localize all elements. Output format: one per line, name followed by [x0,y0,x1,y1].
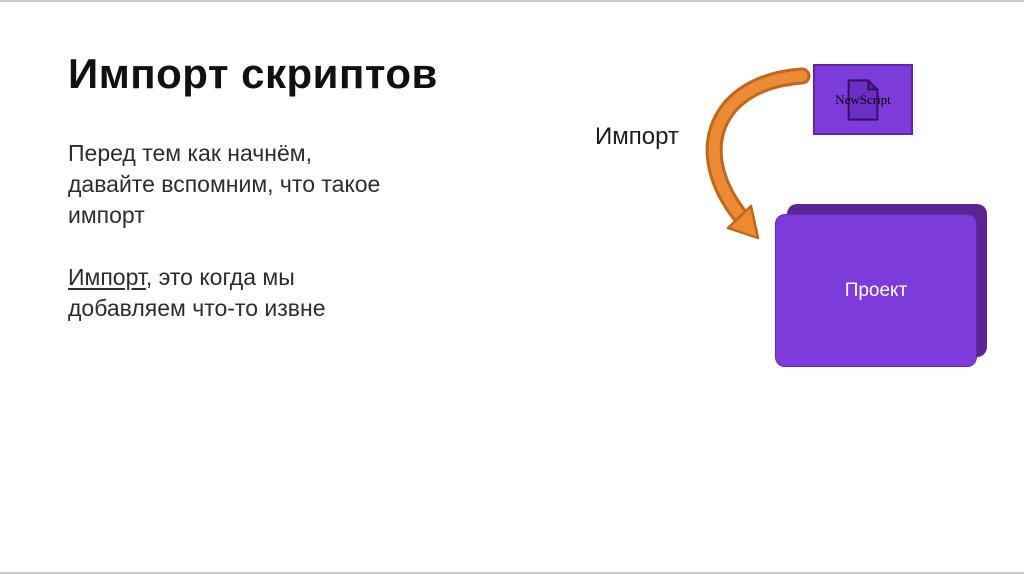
project-card: Проект [775,214,977,367]
document-icon [846,78,880,121]
definition-rest: , это когда мы добавляем что-то извне [68,264,326,321]
definition-paragraph: Импорт, это когда мы добавляем что-то из… [68,262,325,324]
definition-term: Импорт [68,264,146,290]
project-card-label: Проект [844,279,908,301]
script-box-label: NewScript [835,91,891,107]
import-arrow-label: Импорт [595,123,679,150]
script-box: NewScript [813,64,913,135]
page-title: Импорт скриптов [68,50,438,97]
intro-paragraph: Перед тем как начнём, давайте вспомним, … [68,140,381,228]
